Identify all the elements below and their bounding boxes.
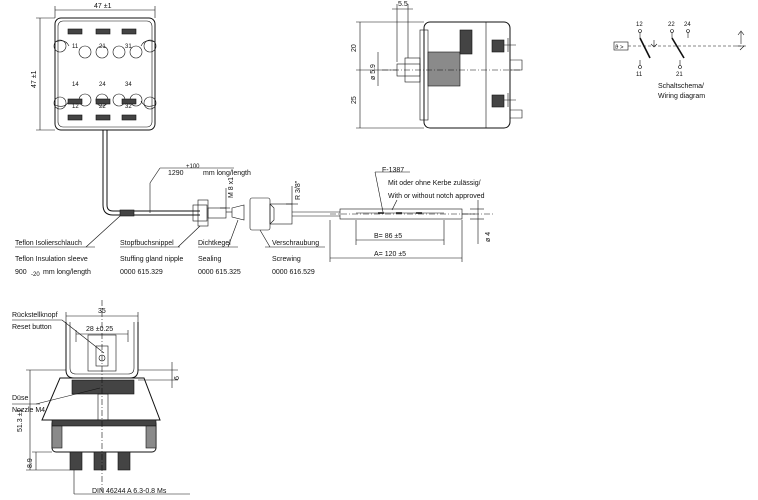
dim-20: 20 [351, 44, 358, 52]
sealing-label-en: Sealing [198, 256, 221, 263]
top-view: 11 21 31 14 24 34 12 22 32 47 ±1 47 ±1 [31, 3, 157, 216]
notch-note-en: With or without notch approved [388, 193, 485, 200]
side-view: 5.5 20 25 ø 5.9 [351, 1, 523, 129]
capillary-length-tol: +100 [186, 164, 200, 170]
notch-note-de: Mit oder ohne Kerbe zulässig/ [388, 180, 481, 187]
dim-b: B= 86 ±5 [374, 233, 402, 240]
terminal-12: 12 [72, 104, 79, 110]
capillary-length: 1290 [168, 170, 184, 177]
capillary-assembly: 1290 +100 mm long/length M 8 x1 R 3/8" [119, 164, 495, 262]
teflon-length-text: mm long/length [43, 269, 91, 276]
teflon-label-de: Teflon Isolierschlauch [15, 240, 82, 247]
screw-label-de: Verschraubung [272, 240, 319, 247]
nozzle-label-de: Düse [12, 395, 28, 402]
dim-25: 25 [351, 96, 358, 104]
teflon-length: 900 [15, 269, 27, 276]
wiring-diagram: ϑ > 12 22 24 11 21 Schaltschema/ Wiring … [613, 22, 748, 100]
capillary-length-text: mm long/length [203, 170, 251, 177]
sealing-label-de: Dichtkegel [198, 240, 231, 247]
nozzle-label-en: Nozzle M4 [12, 407, 45, 414]
temp-symbol: ϑ > [615, 45, 624, 51]
wire-terminal-24: 24 [684, 22, 691, 28]
dim-dia-4: ø 4 [485, 232, 492, 242]
stuffing-label-de: Stopfbuchsnippel [120, 240, 174, 247]
dim-35: 35 [98, 308, 106, 315]
height-dimension: 47 ±1 [31, 70, 38, 88]
terminal-21: 21 [99, 44, 106, 50]
front-view: Rückstellknopf Reset button Düse Nozzle … [12, 300, 190, 495]
wiring-label-de: Schaltschema/ [658, 83, 704, 90]
terminal-24: 24 [99, 82, 106, 88]
wire-terminal-11: 11 [636, 72, 643, 78]
dim-r38: R 3/8" [295, 180, 302, 200]
terminal-14: 14 [72, 82, 79, 88]
wiring-label-en: Wiring diagram [658, 93, 705, 100]
wire-terminal-22: 22 [668, 22, 675, 28]
reset-label-de: Rückstellknopf [12, 312, 58, 319]
dim-8-9: 8.9 [27, 458, 34, 468]
terminal-11: 11 [72, 44, 79, 50]
reset-label-en: Reset button [12, 324, 52, 331]
part-labels: Teflon Isolierschlauch Teflon Insulation… [15, 215, 325, 278]
dim-a: A= 120 ±5 [374, 251, 406, 258]
dim-51-3: 51.3 ±1 [17, 409, 24, 432]
terminal-34: 34 [125, 82, 132, 88]
dim-5-5: 5.5 [398, 1, 408, 8]
stuffing-label-en: Stuffing gland nipple [120, 256, 183, 263]
dim-28: 28 ±0.25 [86, 326, 113, 333]
stuffing-part-no: 0000 615.329 [120, 269, 163, 276]
dim-6: 6 [174, 376, 181, 380]
teflon-label-en: Teflon Insulation sleeve [15, 256, 88, 263]
part-f1387: F-1387 [382, 167, 404, 174]
terminal-22: 22 [99, 104, 106, 110]
dim-dia-5-9: ø 5.9 [370, 64, 377, 80]
dim-m8: M 8 x1 [228, 177, 235, 198]
screw-part-no: 0000 616.529 [272, 269, 315, 276]
wire-terminal-12: 12 [636, 22, 643, 28]
wire-terminal-21: 21 [676, 72, 683, 78]
terminal-31: 31 [125, 44, 132, 50]
terminal-32: 32 [125, 104, 132, 110]
sealing-part-no: 0000 615.325 [198, 269, 241, 276]
screw-label-en: Screwing [272, 256, 301, 263]
width-dimension: 47 ±1 [94, 3, 112, 10]
teflon-length-tol: -20 [31, 272, 40, 278]
din-label: DIN 46244 A 6.3-0.8 Ms [92, 488, 167, 495]
